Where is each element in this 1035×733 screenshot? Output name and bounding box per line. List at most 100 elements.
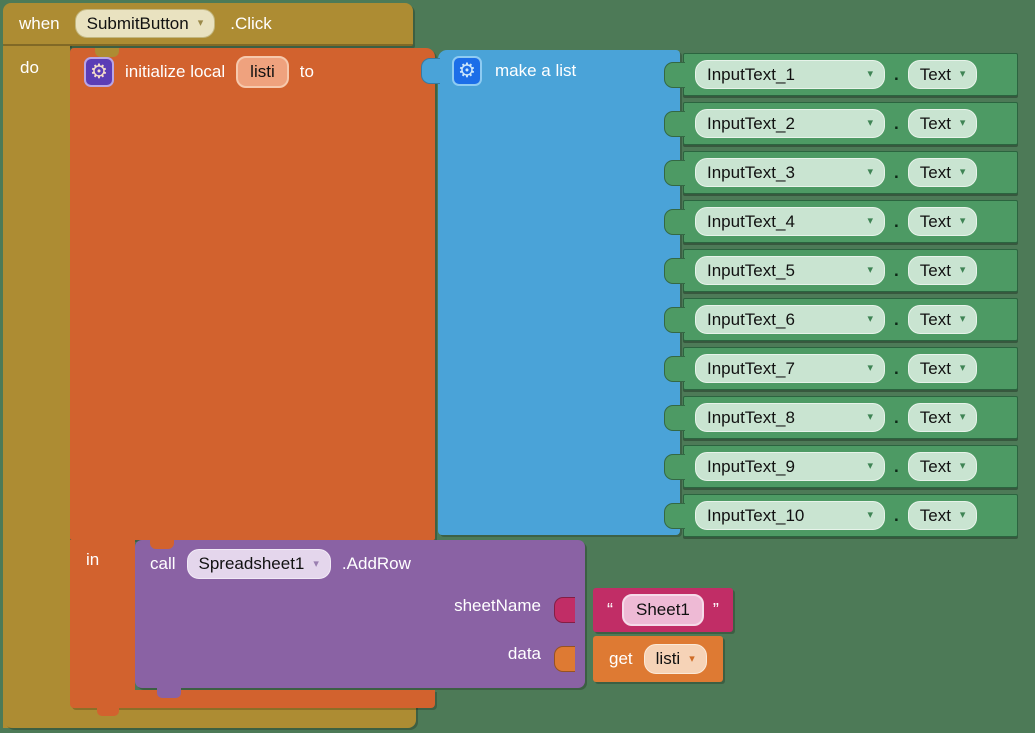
chevron-down-icon: ▾	[959, 264, 966, 276]
component-dropdown[interactable]: InputText_10▾	[695, 500, 885, 531]
component-dropdown[interactable]: InputText_6▾	[695, 304, 885, 335]
component-dropdown[interactable]: InputText_2▾	[695, 108, 885, 139]
component-getter-block[interactable]: InputText_1▾ . Text▾	[664, 53, 1018, 96]
property-dropdown[interactable]: Text▾	[907, 402, 978, 433]
chevron-down-icon: ▾	[959, 411, 966, 423]
output-plug	[664, 405, 685, 431]
chevron-down-icon: ▾	[867, 313, 873, 325]
initialize-local-in-slot	[70, 540, 135, 690]
component-dropdown-spreadsheet[interactable]: Spreadsheet1 ▾	[186, 549, 331, 579]
chevron-down-icon: ▾	[867, 215, 873, 227]
component-dropdown[interactable]: InputText_1▾	[695, 59, 885, 90]
component-getter-block[interactable]: InputText_8▾ . Text▾	[664, 396, 1018, 439]
component-getter-block[interactable]: InputText_5▾ . Text▾	[664, 249, 1018, 292]
property-dropdown[interactable]: Text▾	[907, 353, 978, 384]
chevron-down-icon: ▾	[197, 17, 204, 29]
chevron-down-icon: ▾	[313, 557, 319, 570]
chevron-down-icon: ▾	[959, 68, 966, 80]
component-dropdown-value: SubmitButton	[86, 13, 189, 33]
when-block-body[interactable]	[3, 46, 70, 728]
property-dropdown[interactable]: Text▾	[907, 59, 978, 90]
make-a-list-label: make a list	[495, 61, 577, 80]
property-dropdown[interactable]: Text▾	[907, 500, 978, 531]
dot-separator: .	[894, 162, 899, 182]
open-quote: “	[607, 599, 613, 620]
mutator-gear-icon[interactable]: ⚙	[84, 57, 114, 87]
property-dropdown[interactable]: Text▾	[907, 451, 978, 482]
event-name: .Click	[230, 13, 272, 33]
component-dropdown[interactable]: InputText_4▾	[695, 206, 885, 237]
dot-separator: .	[894, 113, 899, 133]
chevron-down-icon: ▾	[867, 362, 873, 374]
connector-bump	[157, 688, 181, 698]
component-dropdown[interactable]: InputText_7▾	[695, 353, 885, 384]
initialize-local-header: ⚙ initialize local listi to	[84, 54, 314, 90]
dot-separator: .	[894, 407, 899, 427]
output-plug	[554, 597, 575, 623]
text-string-block[interactable]: “ Sheet1 ”	[554, 588, 733, 632]
output-plug	[664, 62, 685, 88]
chevron-down-icon: ▾	[959, 313, 966, 325]
component-dropdown-submitbutton[interactable]: SubmitButton ▾	[74, 8, 216, 39]
property-dropdown[interactable]: Text▾	[907, 255, 978, 286]
dot-separator: .	[894, 309, 899, 329]
chevron-down-icon: ▾	[867, 166, 873, 178]
close-quote: ”	[712, 599, 719, 620]
component-getter-block[interactable]: InputText_7▾ . Text▾	[664, 347, 1018, 390]
component-dropdown[interactable]: InputText_8▾	[695, 402, 885, 433]
method-name: .AddRow	[341, 554, 411, 573]
initialize-local-bottom	[70, 690, 435, 708]
make-a-list-block[interactable]	[438, 50, 680, 535]
dot-separator: .	[894, 64, 899, 84]
chevron-down-icon: ▾	[867, 509, 873, 521]
output-plug	[664, 258, 685, 284]
chevron-down-icon: ▾	[689, 652, 695, 665]
chevron-down-icon: ▾	[867, 411, 873, 423]
component-getter-block[interactable]: InputText_10▾ . Text▾	[664, 494, 1018, 537]
dot-separator: .	[894, 211, 899, 231]
dot-separator: .	[894, 456, 899, 476]
dot-separator: .	[894, 260, 899, 280]
component-getter-block[interactable]: InputText_6▾ . Text▾	[664, 298, 1018, 341]
property-dropdown[interactable]: Text▾	[907, 157, 978, 188]
chevron-down-icon: ▾	[959, 117, 966, 129]
chevron-down-icon: ▾	[867, 68, 873, 80]
call-addrow-header: call Spreadsheet1 ▾ .AddRow	[150, 546, 411, 582]
chevron-down-icon: ▾	[959, 166, 966, 178]
component-getter-block[interactable]: InputText_3▾ . Text▾	[664, 151, 1018, 194]
connector-bump	[97, 706, 119, 716]
get-variable-block[interactable]: get listi ▾	[554, 636, 723, 682]
initialize-local-block[interactable]	[70, 48, 435, 540]
output-plug	[664, 160, 685, 186]
component-getter-block[interactable]: InputText_2▾ . Text▾	[664, 102, 1018, 145]
output-plug	[664, 111, 685, 137]
property-dropdown[interactable]: Text▾	[907, 108, 978, 139]
do-label: do	[20, 58, 39, 77]
component-dropdown[interactable]: InputText_9▾	[695, 451, 885, 482]
string-value-field[interactable]: Sheet1	[622, 594, 704, 626]
local-variable-name-field[interactable]: listi	[236, 56, 289, 88]
connector-notch	[95, 48, 119, 57]
output-plug	[664, 209, 685, 235]
chevron-down-icon: ▾	[867, 460, 873, 472]
dot-separator: .	[894, 358, 899, 378]
component-getter-block[interactable]: InputText_4▾ . Text▾	[664, 200, 1018, 243]
output-plug	[664, 454, 685, 480]
variable-dropdown[interactable]: listi ▾	[643, 644, 707, 674]
component-getter-block[interactable]: InputText_9▾ . Text▾	[664, 445, 1018, 488]
output-plug	[664, 307, 685, 333]
data-param-label: data	[507, 644, 541, 663]
component-dropdown[interactable]: InputText_5▾	[695, 255, 885, 286]
chevron-down-icon: ▾	[959, 215, 966, 227]
output-plug	[664, 503, 685, 529]
chevron-down-icon: ▾	[959, 509, 966, 521]
chevron-down-icon: ▾	[959, 362, 966, 374]
when-event-block-header[interactable]: when SubmitButton ▾ .Click	[3, 3, 413, 46]
chevron-down-icon: ▾	[959, 460, 966, 472]
call-keyword: call	[150, 554, 176, 573]
property-dropdown[interactable]: Text▾	[907, 206, 978, 237]
mutator-gear-icon[interactable]: ⚙	[452, 56, 482, 86]
component-dropdown[interactable]: InputText_3▾	[695, 157, 885, 188]
property-dropdown[interactable]: Text▾	[907, 304, 978, 335]
